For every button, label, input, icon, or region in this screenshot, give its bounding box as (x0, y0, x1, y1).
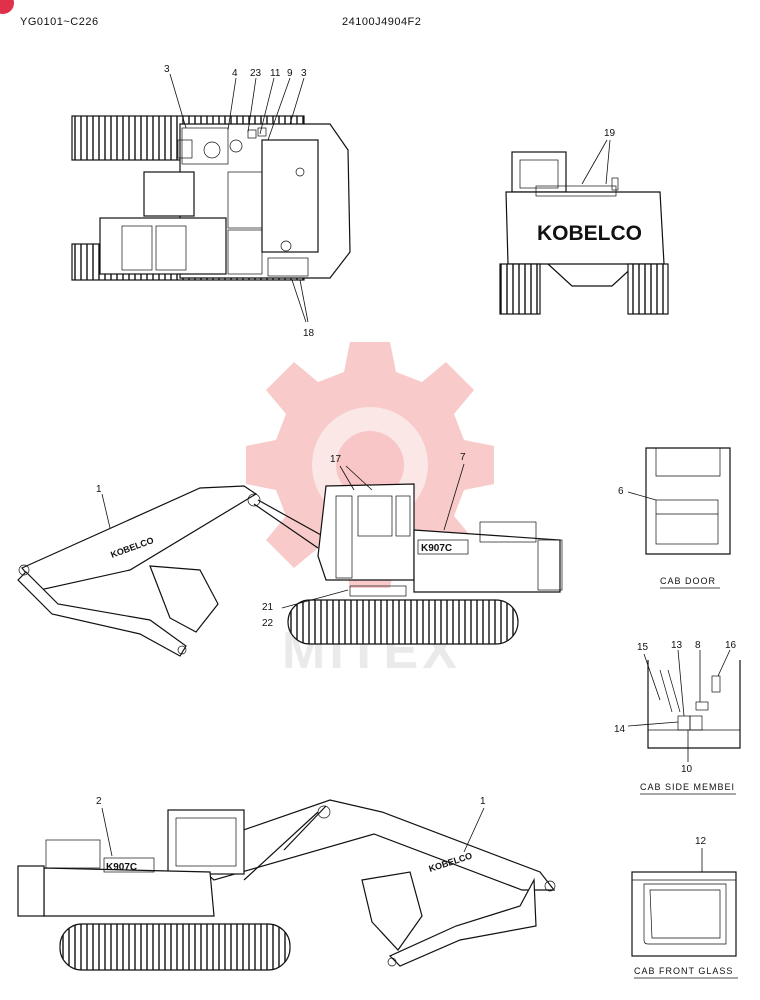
callout-10: 10 (681, 764, 693, 775)
side-view-left-drawing (17, 483, 563, 657)
callout-3-top-left: 3 (164, 64, 170, 75)
top-view-drawing (71, 115, 351, 281)
cab-side-member-caption: CAB SIDE MEMBEI (640, 782, 735, 792)
rear-view-kobelco-logo: KOBELCO (537, 222, 642, 245)
callout-7: 7 (460, 452, 466, 463)
callout-9: 9 (287, 68, 293, 79)
cab-side-member-drawing (627, 649, 741, 762)
callout-2: 2 (96, 796, 102, 807)
cab-front-glass-caption: CAB FRONT GLASS (634, 966, 733, 976)
callout-4: 4 (232, 68, 238, 79)
callout-21: 21 (262, 602, 274, 613)
callout-17: 17 (330, 454, 342, 465)
callout-16: 16 (725, 640, 737, 651)
cab-front-glass-drawing (631, 848, 737, 957)
callout-18: 18 (303, 328, 315, 339)
cab-door-drawing (627, 447, 731, 555)
callout-13: 13 (671, 640, 683, 651)
top-view-leaders (169, 73, 309, 323)
cab-door-caption: CAB DOOR (660, 576, 716, 586)
callout-12: 12 (695, 836, 707, 847)
side-view-left-leaders (101, 463, 465, 609)
callout-1-left: 1 (96, 484, 102, 495)
callout-8: 8 (695, 640, 701, 651)
callout-1-right: 1 (480, 796, 486, 807)
corner-badge (0, 0, 14, 14)
part-number-label: 24100J4904F2 (342, 16, 422, 28)
callout-3-top-right: 3 (301, 68, 307, 79)
serial-range-label: YG0101~C226 (20, 16, 99, 28)
callout-19: 19 (604, 128, 616, 139)
model-decal-right: K907C (106, 862, 137, 873)
callout-15: 15 (637, 642, 649, 653)
rear-view-leaders (581, 139, 611, 185)
rear-view-drawing (499, 151, 669, 315)
callout-23: 23 (250, 68, 262, 79)
callout-11: 11 (270, 68, 281, 79)
model-decal-left: K907C (421, 543, 452, 554)
side-view-right-leaders (101, 807, 485, 857)
callout-6: 6 (618, 486, 624, 497)
callout-22: 22 (262, 618, 274, 629)
side-view-right-drawing (17, 799, 556, 971)
callout-14: 14 (614, 724, 626, 735)
